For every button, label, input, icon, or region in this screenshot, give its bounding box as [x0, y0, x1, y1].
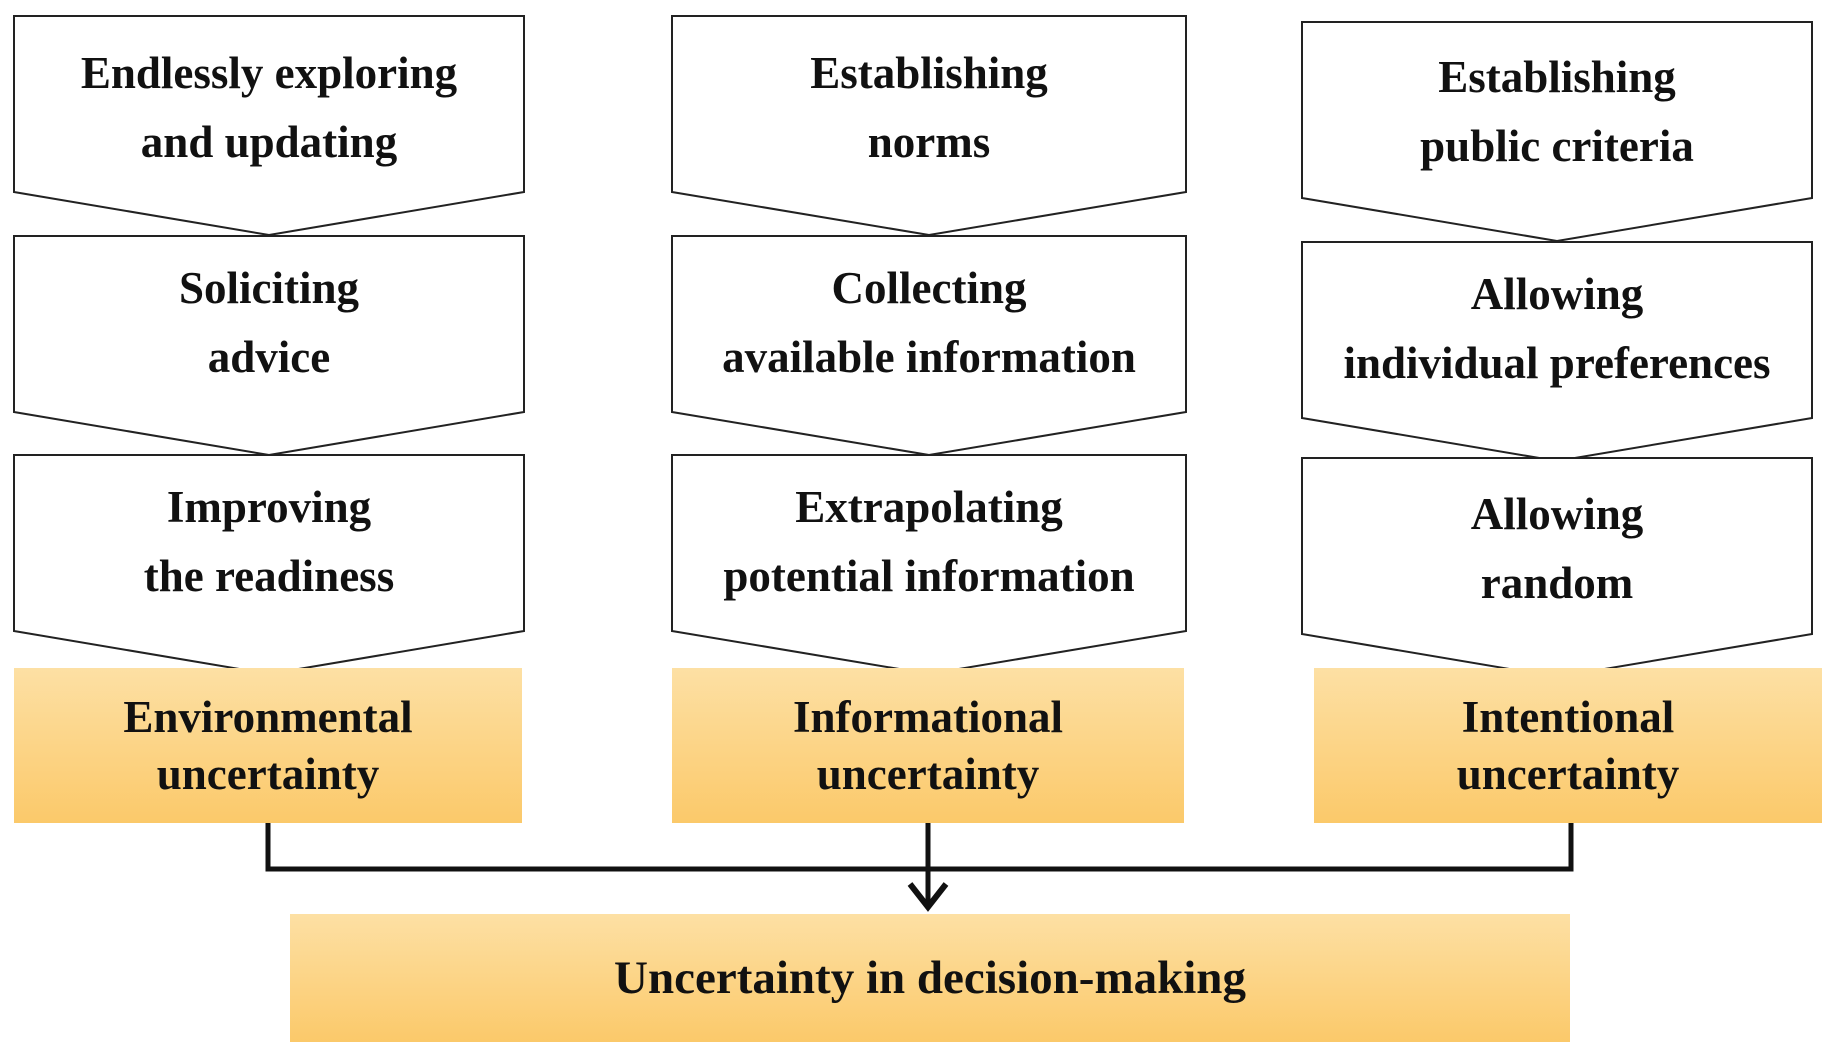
connector-left	[265, 823, 1574, 872]
step-allowing-preferences: Allowing individual preferences	[1343, 269, 1771, 388]
chevron-improving-readiness	[13, 454, 525, 676]
step-allowing-random: Allowing random	[1470, 489, 1644, 608]
step-soliciting-advice: Soliciting advice	[178, 263, 360, 382]
step-establishing-public-criteria: Establishing public criteria	[1420, 52, 1694, 171]
step-establishing-norms: Establishing norms	[810, 48, 1048, 167]
chevron-endlessly-exploring	[13, 15, 525, 237]
chevron-extrapolating-information	[671, 454, 1187, 676]
step-improving-readiness: Improving the readiness	[143, 482, 395, 601]
chevron-establishing-norms	[671, 15, 1187, 237]
informational-uncertainty-box: Informational uncertainty	[672, 668, 1184, 823]
step-collecting-information: Collecting available information	[722, 263, 1136, 382]
step-endlessly-exploring: Endlessly exploring and updating	[80, 48, 458, 167]
step-extrapolating-information: Extrapolating potential information	[723, 482, 1135, 601]
chevron-allowing-random	[1301, 457, 1813, 679]
uncertainty-decision-making-box: Uncertainty in decision-making	[290, 914, 1570, 1042]
intentional-uncertainty-box: Intentional uncertainty	[1314, 668, 1822, 823]
chevron-collecting-information	[671, 235, 1187, 457]
environmental-uncertainty-box: Environmental uncertainty	[14, 668, 522, 823]
arrowhead-icon	[907, 882, 949, 912]
chevron-establishing-public-criteria	[1301, 21, 1813, 243]
chevron-allowing-preferences	[1301, 241, 1813, 463]
chevron-soliciting-advice	[13, 235, 525, 457]
